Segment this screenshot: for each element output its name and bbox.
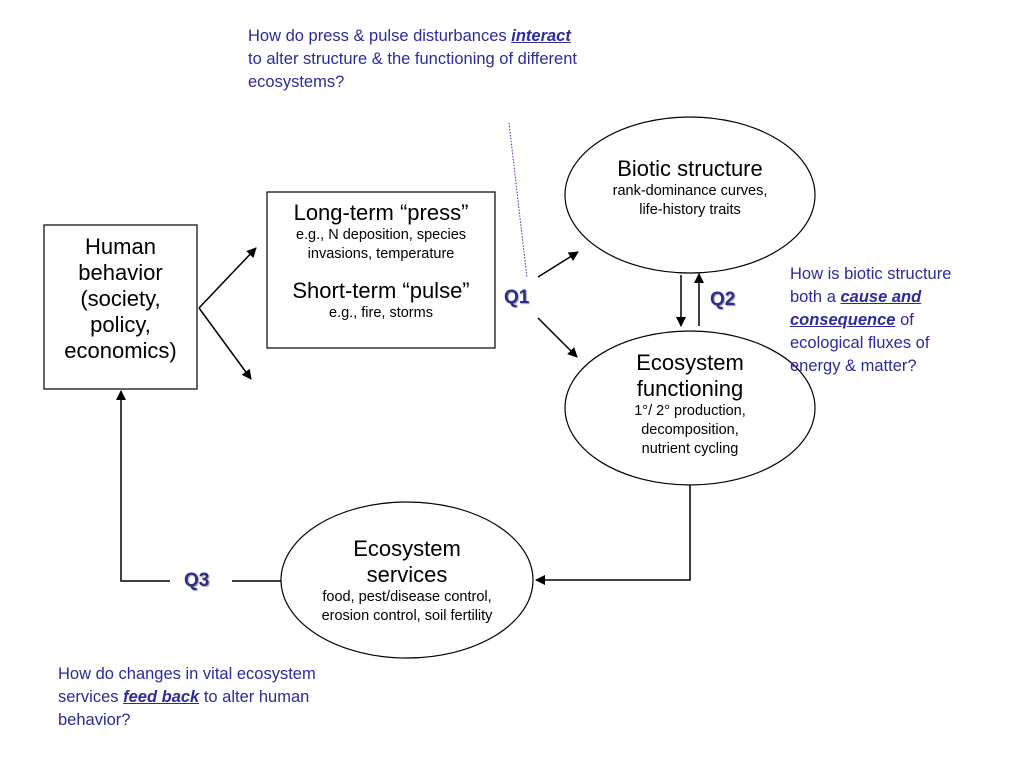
q2-emphasis: cause and consequence <box>790 288 922 329</box>
q1-emphasis: interact <box>511 27 571 45</box>
disturbance-content: Long-term “press” e.g., N deposition, sp… <box>268 200 494 323</box>
q1-after: to alter structure & the functioning of … <box>248 50 577 91</box>
q1-label: Q1 <box>504 287 530 308</box>
biotic-title: Biotic structure <box>617 156 763 181</box>
press-title: Long-term “press” <box>293 200 469 225</box>
services-title: Ecosystem services <box>353 536 461 587</box>
dotted-pointer-q1 <box>508 122 528 279</box>
disturbance-box <box>266 191 496 349</box>
question-3-text: How do changes in vital ecosystem servic… <box>58 663 348 732</box>
arrow-to-biotic <box>537 251 579 278</box>
press-detail: e.g., N deposition, species invasions, t… <box>295 227 467 262</box>
q3-label: Q3 <box>184 570 210 591</box>
q2-label: Q2 <box>710 289 736 310</box>
arrow-q3-to-human <box>116 390 170 582</box>
q2-after: of ecological fluxes of energy & matter? <box>790 311 930 375</box>
pulse-detail: e.g., fire, storms <box>329 305 433 321</box>
arrow-human-to-press <box>198 247 257 309</box>
arrow-to-functioning <box>537 317 578 358</box>
q2-before: How is biotic structure both a <box>790 265 952 306</box>
human-behavior-title: Human behavior (society, policy, economi… <box>64 234 177 363</box>
pulse-title: Short-term “pulse” <box>292 278 470 303</box>
biotic-structure-ellipse <box>564 116 816 274</box>
question-1-text: How do press & pulse disturbances intera… <box>248 25 578 94</box>
function-detail: 1°/ 2° production, decomposition, nutrie… <box>634 403 746 457</box>
biotic-structure-content: Biotic structure rank-dominance curves, … <box>590 156 790 220</box>
services-detail: food, pest/disease control, erosion cont… <box>321 589 493 624</box>
function-title: Ecosystem functioning <box>636 350 744 401</box>
q3-before: How do changes in vital ecosystem servic… <box>58 665 316 706</box>
ecosystem-functioning-content: Ecosystem functioning 1°/ 2° production,… <box>608 350 772 459</box>
biotic-detail: rank-dominance curves, life-history trai… <box>612 183 768 218</box>
human-behavior-box <box>43 224 198 390</box>
ecosystem-services-content: Ecosystem services food, pest/disease co… <box>300 536 514 626</box>
q3-after: to alter human behavior? <box>58 688 310 729</box>
q1-before: How do press & pulse disturbances <box>248 27 507 45</box>
ecosystem-services-ellipse <box>280 501 534 659</box>
question-2-text: How is biotic structure both a cause and… <box>790 263 970 378</box>
arrow-human-to-pulse <box>198 307 252 380</box>
arrow-function-to-services <box>535 485 691 585</box>
q3-emphasis: feed back <box>123 688 200 706</box>
